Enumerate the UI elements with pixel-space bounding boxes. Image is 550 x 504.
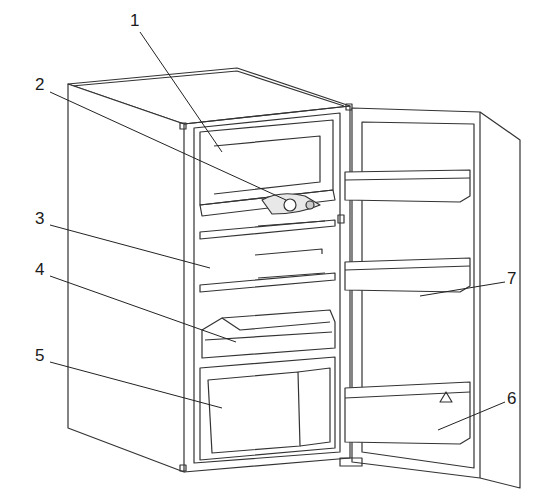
callout-number: 4 (34, 261, 45, 278)
callout-number: 2 (34, 76, 45, 93)
callout-number: 5 (34, 347, 45, 364)
callout-number: 3 (34, 210, 45, 227)
callout-number: 7 (506, 270, 517, 287)
callout-number: 1 (129, 12, 140, 29)
callout-number: 6 (506, 390, 517, 407)
